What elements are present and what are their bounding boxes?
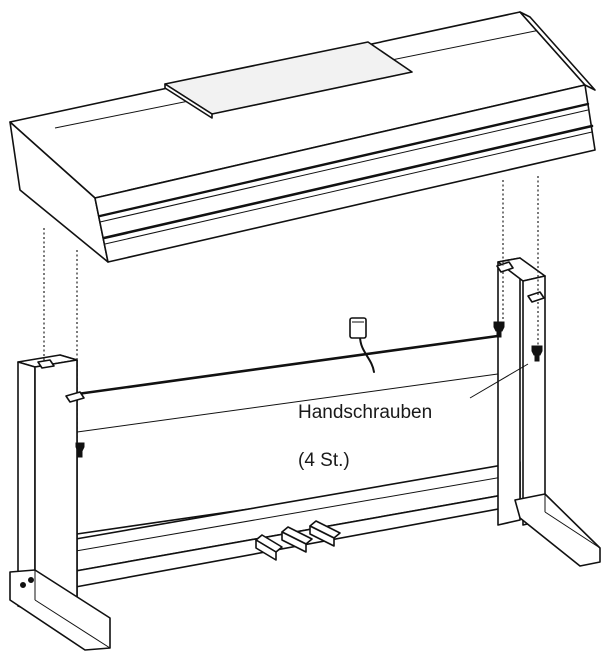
pedal-cable xyxy=(349,317,375,373)
stand xyxy=(9,257,601,651)
quantity-label: (4 St.) xyxy=(298,450,350,471)
hand-screws xyxy=(75,321,543,458)
hand-screw-icon xyxy=(493,321,505,338)
part-name-label: Handschrauben xyxy=(298,402,432,423)
hand-screw-icon xyxy=(531,345,543,362)
mounting-brackets xyxy=(37,261,545,403)
pedals xyxy=(255,520,341,561)
hand-screw-icon xyxy=(75,442,85,458)
callout: Handschrauben (4 St.) xyxy=(298,363,529,471)
left-side-panel xyxy=(9,354,111,651)
alignment-guides xyxy=(43,176,539,443)
piano-body xyxy=(9,11,596,263)
right-side-panel xyxy=(497,257,601,567)
